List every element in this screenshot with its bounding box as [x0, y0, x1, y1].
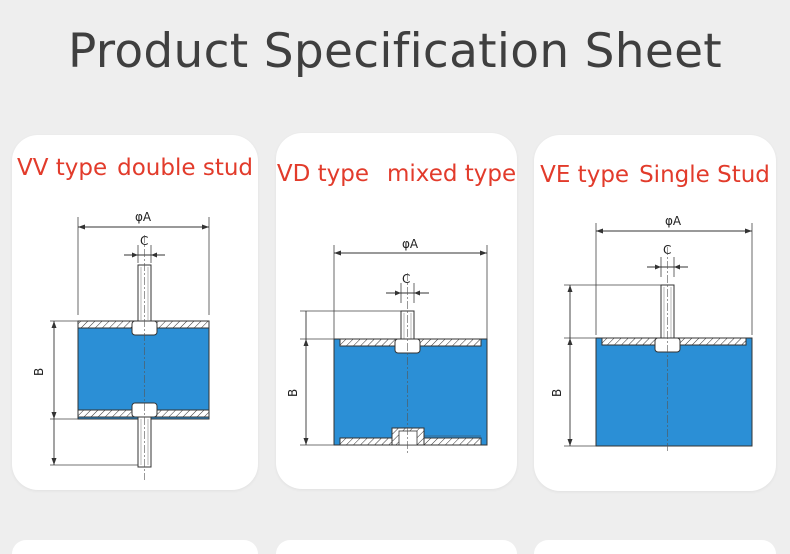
desc-label: double stud: [117, 155, 254, 181]
next-card-1: [12, 540, 258, 554]
type-label: VE type: [540, 162, 630, 188]
next-card-3: [534, 540, 776, 554]
dim-phi-a: φA: [665, 214, 682, 228]
dim-phi-a: φA: [402, 237, 419, 251]
ve-diagram: φA C B: [550, 214, 753, 453]
desc-label: Single Stud: [639, 162, 770, 188]
card-title: VE type Single Stud: [534, 162, 776, 188]
vv-diagram: φA C B: [32, 210, 210, 480]
page-title: Product Specification Sheet: [67, 24, 723, 79]
card-vd-type: VD type mixed type φA C: [276, 133, 517, 489]
card-ve-type: VE type Single Stud φA C: [534, 135, 776, 491]
dim-phi-a: φA: [135, 210, 152, 224]
type-label: VV type: [16, 155, 108, 181]
dim-c: C: [402, 272, 410, 286]
dim-c: C: [140, 234, 148, 248]
dim-b: B: [550, 389, 564, 397]
card-title: VD type mixed type: [276, 161, 517, 187]
vd-diagram: φA C B: [286, 237, 488, 455]
dim-b: B: [286, 389, 300, 397]
type-label: VD type: [276, 161, 369, 187]
card-vv-type: VV type double stud φA C: [12, 135, 258, 490]
card-title: VV type double stud: [12, 155, 258, 181]
dim-b: B: [32, 368, 46, 376]
dim-c: C: [663, 243, 671, 257]
next-card-2: [276, 540, 517, 554]
desc-label: mixed type: [387, 161, 517, 187]
